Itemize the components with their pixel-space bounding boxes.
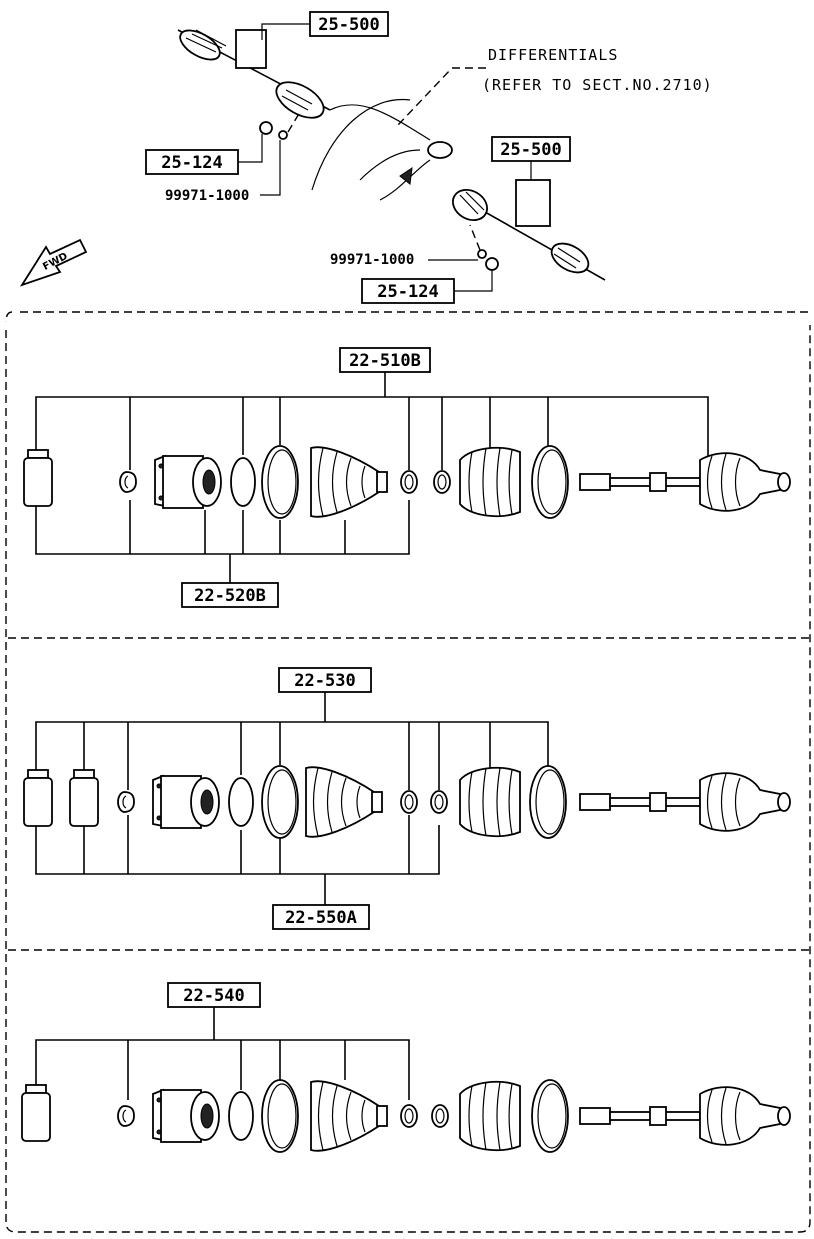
snap-ring-icon <box>117 791 135 813</box>
overview-group: 25-500 25-124 99971-1000 DIFFERENTIALS (… <box>19 11 713 304</box>
clamp-icon <box>433 470 451 494</box>
section-1-bottom-label: 22-520B <box>194 586 266 606</box>
outer-boot-icon <box>459 1080 521 1152</box>
section-2: 22-530 22-550A <box>23 667 791 930</box>
clip-bottom-icon <box>485 257 499 271</box>
outer-boot-icon <box>459 766 521 838</box>
label-clip-left: 25-124 <box>161 153 222 173</box>
label-shaft-lower: 25-500 <box>500 140 561 160</box>
clamp-icon <box>400 790 418 814</box>
fwd-arrow-icon: FWD <box>19 238 88 287</box>
o-ring-icon <box>230 457 256 507</box>
label-box-shaft-upper <box>309 11 389 37</box>
boot-band-icon <box>531 1079 569 1153</box>
section-1-top-label: 22-510B <box>349 351 421 371</box>
boot-band-icon <box>261 765 299 839</box>
grease-bottle-icon <box>23 449 53 507</box>
label-clip-bottom: 25-124 <box>377 282 438 302</box>
differential-housing <box>311 98 453 201</box>
label-box-section-3-top <box>167 982 261 1008</box>
label-box-clip-bottom <box>361 278 455 304</box>
drive-shaft-icon <box>579 1086 791 1146</box>
clamp-icon <box>400 1104 418 1128</box>
ring-left-icon <box>278 130 288 140</box>
outer-boot-icon <box>459 446 521 518</box>
section-3-top-label: 22-540 <box>183 986 244 1006</box>
boot-band-icon <box>261 1079 299 1153</box>
boot-icon <box>310 446 388 518</box>
snap-ring-icon <box>119 471 137 493</box>
section-3: 22-540 <box>21 982 791 1153</box>
grease-bottle-icon <box>21 1084 51 1142</box>
boot-band-icon <box>261 445 299 519</box>
label-box-clip-left <box>145 149 239 175</box>
differentials-note-line1: DIFFERENTIALS <box>488 46 618 64</box>
joint-housing-icon <box>152 775 220 829</box>
section-2-top-label: 22-530 <box>294 671 355 691</box>
clamp-icon <box>400 470 418 494</box>
section-1: 22-510B 22-520B <box>23 347 791 608</box>
boot-icon <box>310 1080 388 1152</box>
section-frame <box>5 311 811 1233</box>
label-shaft-upper: 25-500 <box>318 15 379 35</box>
boot-band-icon <box>529 765 567 839</box>
o-ring-icon <box>228 1091 254 1141</box>
part-number-bottom: 99971-1000 <box>330 252 414 268</box>
joint-housing-icon <box>152 1089 220 1143</box>
boot-icon <box>305 766 383 838</box>
label-box-section-1-bottom <box>181 582 279 608</box>
clip-left-icon <box>259 121 273 135</box>
part-number-left: 99971-1000 <box>165 188 249 204</box>
clamp-icon <box>431 1104 449 1128</box>
differentials-note-line2: (REFER TO SECT.NO.2710) <box>482 76 713 94</box>
clamp-icon <box>430 790 448 814</box>
section-2-bottom-label: 22-550A <box>285 908 357 928</box>
grease-bottle-icon <box>69 769 99 827</box>
joint-housing-icon <box>154 455 222 509</box>
drive-shaft-icon <box>579 452 791 512</box>
label-box-section-2-top <box>278 667 372 693</box>
boot-band-icon <box>531 445 569 519</box>
label-box-section-1-top <box>339 347 431 373</box>
snap-ring-icon <box>117 1105 135 1127</box>
drive-shaft-lower-right <box>452 179 606 281</box>
drive-shaft-upper-left <box>177 29 331 119</box>
grease-bottle-icon <box>23 769 53 827</box>
drive-shaft-icon <box>579 772 791 832</box>
label-box-section-2-bottom <box>272 904 370 930</box>
ring-bottom-icon <box>477 249 487 259</box>
o-ring-icon <box>228 777 254 827</box>
